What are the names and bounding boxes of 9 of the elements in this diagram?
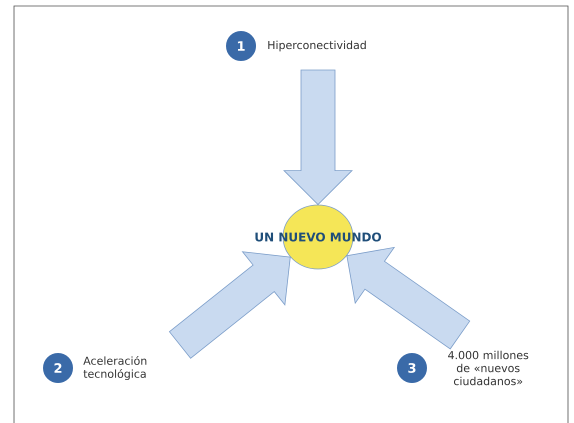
node-caption: 4.000 millones de «nuevos ciudadanos»	[448, 350, 528, 386]
block-arrow	[283, 70, 353, 206]
callout-number: 1	[225, 30, 257, 62]
block-arrow	[346, 246, 470, 350]
block-arrow	[168, 251, 291, 359]
node-caption: Aceleración tecnológica	[83, 356, 146, 380]
callout-number: 3	[396, 352, 428, 384]
node-caption: Hiperconectividad	[268, 40, 366, 52]
callout-number: 2	[42, 352, 74, 384]
